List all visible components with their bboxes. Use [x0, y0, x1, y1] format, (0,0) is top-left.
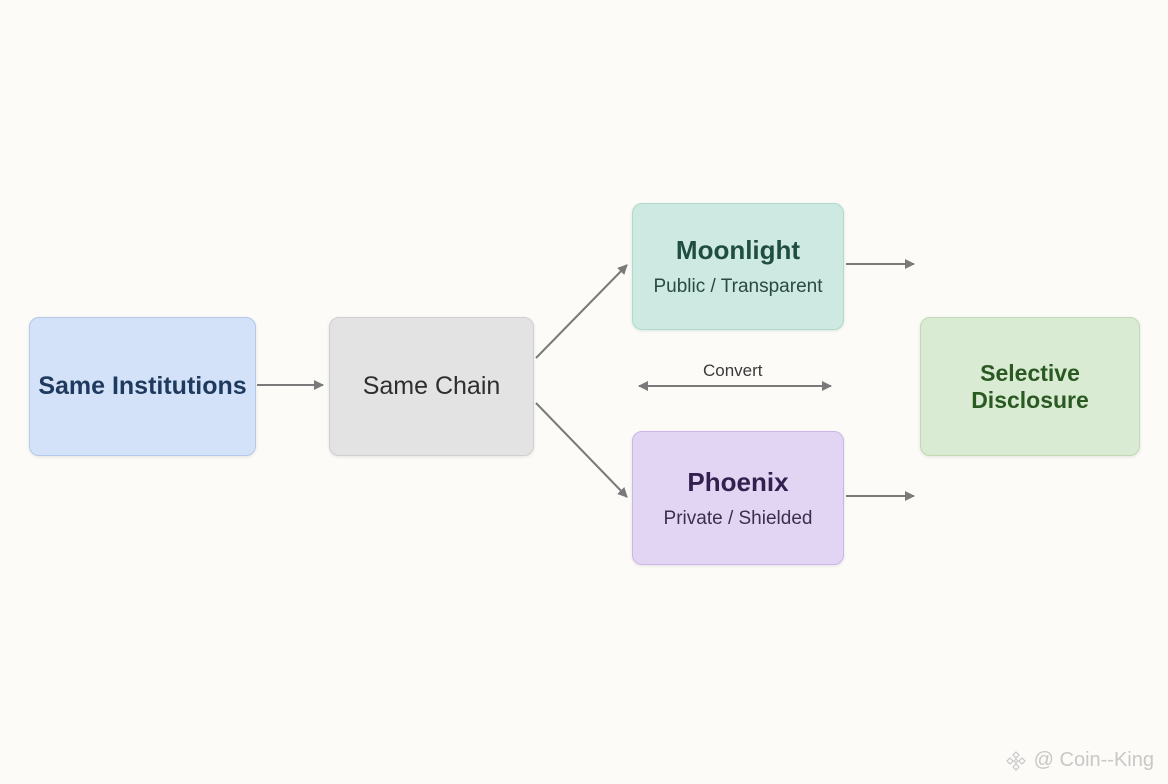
node-same-chain: Same Chain	[329, 317, 534, 456]
node-moonlight-subtitle: Public / Transparent	[653, 276, 823, 297]
node-phoenix: Phoenix Private / Shielded	[632, 431, 844, 565]
node-same-institutions-title: Same Institutions	[38, 372, 247, 400]
node-selective-disclosure-title: Selective Disclosure	[971, 359, 1089, 413]
convert-label: Convert	[703, 361, 763, 380]
watermark: @ Coin--King	[1005, 749, 1154, 772]
watermark-text: @ Coin--King	[1033, 749, 1154, 771]
node-same-chain-title: Same Chain	[362, 372, 501, 400]
binance-square-logo-icon	[1005, 750, 1026, 771]
node-selective-disclosure: Selective Disclosure	[920, 317, 1140, 456]
node-phoenix-title: Phoenix	[687, 466, 789, 497]
node-phoenix-subtitle: Private / Shielded	[663, 507, 813, 529]
arrow-chain-to-moonlight	[535, 264, 628, 359]
node-moonlight: Moonlight Public / Transparent	[632, 203, 844, 330]
arrow-chain-to-phoenix	[535, 402, 628, 498]
node-same-institutions: Same Institutions	[29, 317, 256, 456]
node-moonlight-title: Moonlight	[675, 235, 801, 265]
